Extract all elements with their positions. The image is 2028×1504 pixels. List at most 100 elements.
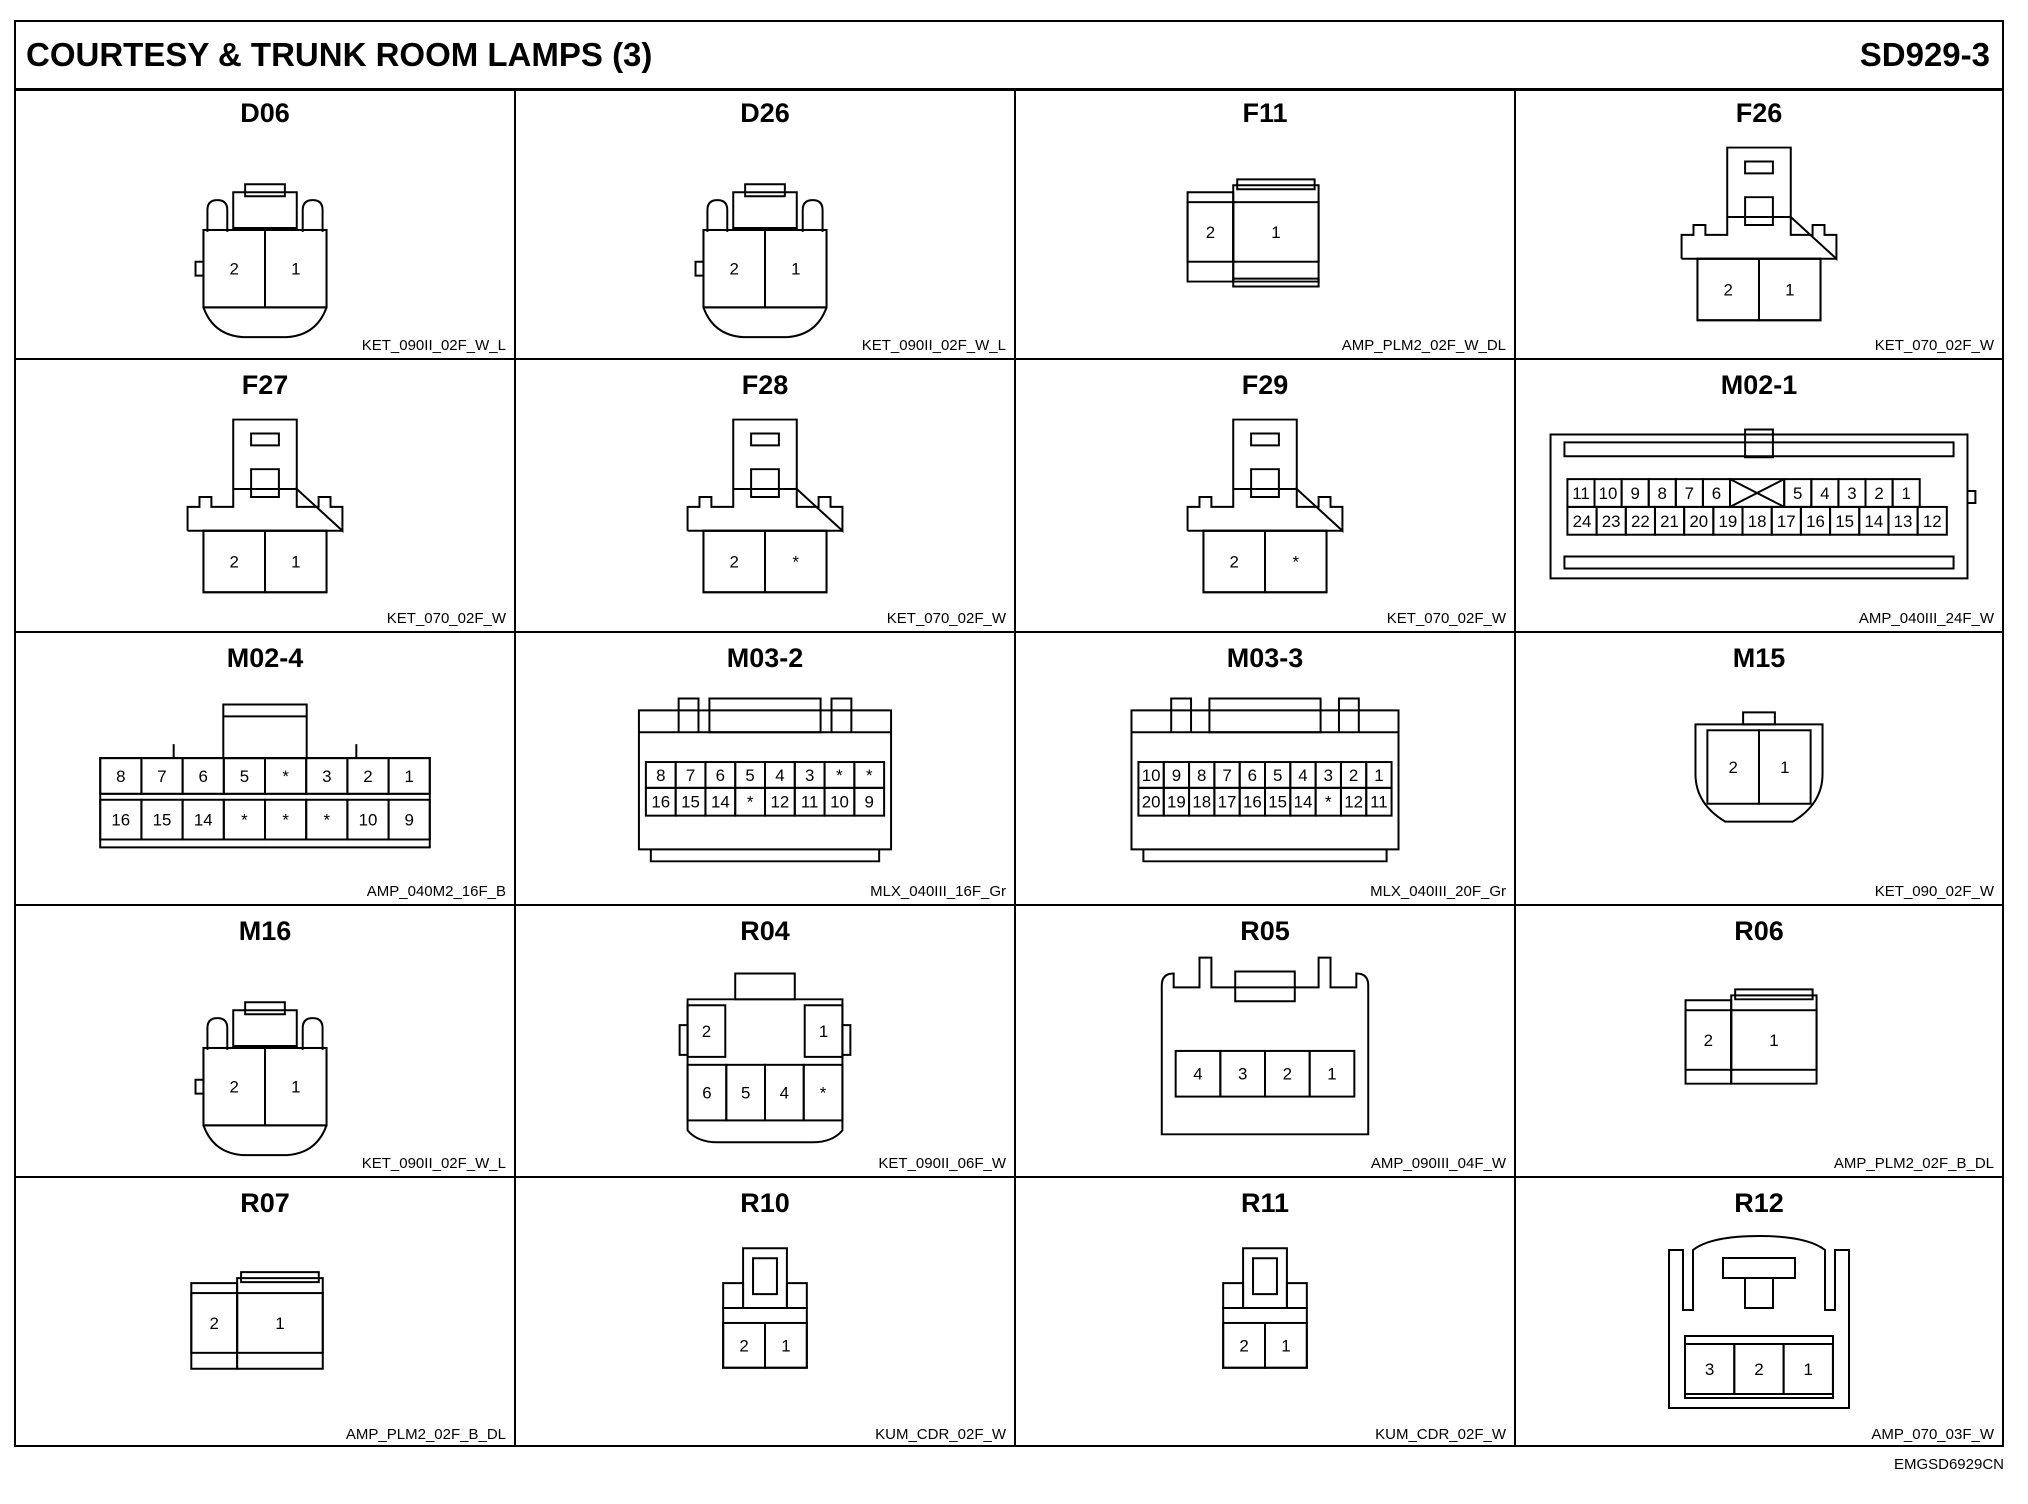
pin-number: * — [241, 811, 248, 830]
pin-number: 8 — [116, 767, 125, 786]
pin-number: 21 — [1660, 512, 1679, 531]
pin-number: * — [324, 811, 331, 830]
pin-cavity — [1916, 505, 1948, 536]
connector-part-number: KET_090II_06F_W — [878, 1155, 1006, 1172]
connector-name: F29 — [1241, 370, 1289, 400]
pin-number: 2 — [1283, 1065, 1292, 1084]
pin-number: * — [747, 793, 754, 812]
pin-number: 2 — [230, 552, 239, 571]
pin-cavity — [853, 786, 886, 817]
pin-number: 7 — [1222, 766, 1231, 785]
connector-name: F11 — [1242, 98, 1288, 128]
pin-number: 2 — [1728, 758, 1737, 777]
pin-number: 1 — [1785, 280, 1794, 299]
pin-cavity — [802, 1063, 844, 1122]
pin-number: 16 — [651, 793, 670, 812]
connector-name: R04 — [740, 916, 790, 946]
pin-number: 2 — [230, 260, 239, 279]
pin-cavity — [764, 529, 828, 594]
pin-number: 14 — [711, 793, 730, 812]
pin-cavity — [1758, 257, 1822, 322]
pin-number: * — [836, 766, 843, 785]
pin-number: 2 — [209, 1314, 218, 1333]
pin-number: 23 — [1602, 512, 1621, 531]
pin-number: 11 — [801, 793, 819, 812]
pin-number: 8 — [656, 766, 665, 785]
pin-number: 10 — [830, 793, 849, 812]
pin-number: 24 — [1573, 512, 1592, 531]
pin-number: 2 — [1724, 280, 1733, 299]
pin-number: 6 — [1712, 484, 1721, 503]
pin-number: 1 — [1780, 758, 1789, 777]
pin-number: 6 — [199, 767, 208, 786]
pin-number: 17 — [1218, 793, 1237, 812]
connector-part-number: AMP_PLM2_02F_B_DL — [1833, 1155, 1994, 1172]
pin-number: * — [866, 766, 873, 785]
pin-number: 5 — [1793, 484, 1802, 503]
connector-part-number: AMP_PLM2_02F_B_DL — [345, 1426, 506, 1443]
pin-number: 16 — [111, 811, 130, 830]
connector-name: R07 — [240, 1188, 290, 1218]
connector-shape: 2* — [686, 418, 844, 594]
pin-cavity — [387, 798, 431, 841]
pin-cavity — [264, 529, 328, 594]
pin-number: 1 — [1374, 766, 1383, 785]
pin-number: 7 — [157, 767, 166, 786]
connector-drawing: 2* — [1186, 418, 1344, 594]
pin-cavity — [387, 757, 431, 795]
pin-cavity — [1264, 529, 1328, 594]
pin-number: * — [282, 811, 289, 830]
pin-number: * — [820, 1084, 827, 1103]
pin-number: 2 — [739, 1336, 748, 1355]
pin-number: 1 — [1281, 1336, 1290, 1355]
connector-part-number: KET_070_02F_W — [886, 610, 1006, 627]
pin-number: 11 — [1572, 484, 1590, 503]
pin-number: 8 — [1197, 766, 1206, 785]
pin-number: 2 — [1754, 1360, 1763, 1379]
pin-number: 14 — [194, 811, 213, 830]
pin-number: 14 — [1864, 512, 1883, 531]
pin-number: 4 — [1820, 484, 1829, 503]
pin-number: 1 — [791, 260, 800, 279]
pin-number: 10 — [1142, 766, 1161, 785]
connector-name: M15 — [1732, 643, 1786, 673]
pin-number: 19 — [1167, 793, 1186, 812]
connector-part-number: AMP_070_03F_W — [1871, 1426, 1994, 1443]
page-title: COURTESY & TRUNK ROOM LAMPS (3) — [26, 36, 653, 73]
pin-number: 2 — [730, 552, 739, 571]
connector-name: R11 — [1240, 1188, 1290, 1218]
pin-number: 1 — [275, 1314, 284, 1333]
pin-number: 1 — [781, 1336, 790, 1355]
pin-number: 4 — [1298, 766, 1307, 785]
pin-number: 2 — [730, 260, 739, 279]
pin-number: 2 — [230, 1078, 239, 1097]
pin-cavity — [803, 1004, 844, 1058]
pin-number: 7 — [1685, 484, 1694, 503]
